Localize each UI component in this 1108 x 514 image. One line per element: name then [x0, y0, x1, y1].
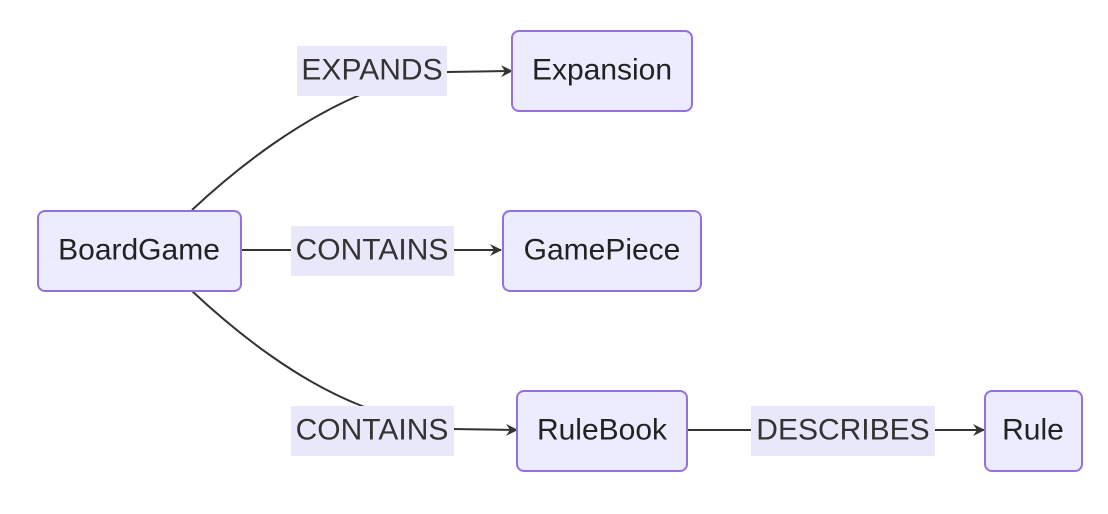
edge-labels: EXPANDS CONTAINS CONTAINS DESCRIBES: [291, 46, 935, 456]
edge-label-contains-rulebook: CONTAINS: [291, 406, 454, 456]
edge-label-contains-gamepiece-text: CONTAINS: [296, 234, 449, 267]
node-boardgame-label: BoardGame: [58, 234, 220, 267]
node-gamepiece[interactable]: GamePiece: [502, 210, 702, 292]
node-boardgame[interactable]: BoardGame: [37, 210, 242, 292]
edge-label-contains-gamepiece: CONTAINS: [291, 226, 454, 276]
edge-label-contains-rulebook-text: CONTAINS: [296, 414, 449, 447]
nodes: BoardGame Expansion GamePiece RuleBook R…: [37, 30, 1083, 472]
edge-label-describes-text: DESCRIBES: [756, 414, 929, 447]
node-gamepiece-label: GamePiece: [524, 234, 681, 267]
edge-label-describes: DESCRIBES: [751, 406, 935, 456]
edge-label-expands-text: EXPANDS: [301, 54, 442, 87]
node-rule[interactable]: Rule: [984, 390, 1083, 472]
node-rulebook[interactable]: RuleBook: [516, 390, 688, 472]
node-expansion[interactable]: Expansion: [511, 30, 693, 112]
node-expansion-label: Expansion: [532, 54, 672, 87]
edge-label-expands: EXPANDS: [297, 46, 447, 96]
node-rulebook-label: RuleBook: [537, 414, 668, 447]
node-rule-label: Rule: [1002, 414, 1064, 447]
